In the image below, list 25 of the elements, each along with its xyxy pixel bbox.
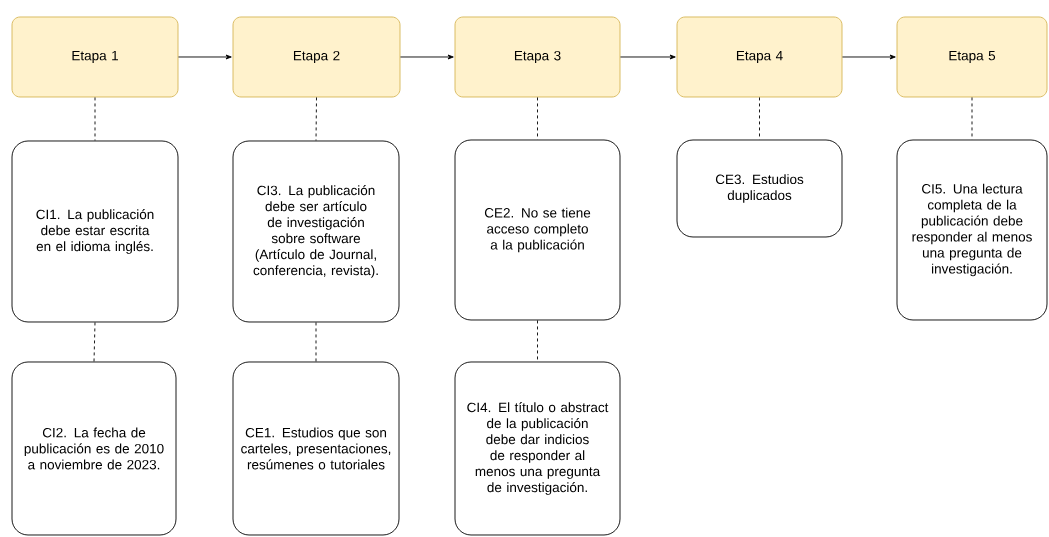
criterion-box: CI2. La fecha de publicación es de 2010 a noviembre de 2023. — [11, 361, 177, 536]
stage-box: Etapa 5 — [896, 16, 1048, 98]
criterion-box: CI3. La publicación debe ser artículo de investigación sobre software (Artículo de Journal, conferencia, revista). — [232, 140, 400, 323]
arrow — [178, 54, 232, 60]
criterion-box: CE1. Estudios que son carteles, presentaciones, resúmenes o tutoriales — [232, 361, 400, 536]
dashed-connector — [93, 322, 96, 362]
arrow — [620, 54, 676, 60]
dashed-connector — [537, 97, 538, 140]
dashed-connector — [315, 322, 317, 362]
dashed-connector — [94, 97, 96, 141]
stage-box: Etapa 1 — [11, 16, 179, 98]
arrow — [400, 54, 454, 60]
criterion-box: CE2. No se tiene acceso completo a la publicación — [454, 139, 621, 321]
criterion-box: CI4. El título o abstract de la publicación debe dar indicios de responder al menos una pregunta de investigación. — [454, 361, 621, 536]
dashed-connector — [537, 320, 538, 362]
stage-box: Etapa 2 — [232, 16, 401, 98]
stage-box: Etapa 3 — [454, 16, 621, 98]
stage-box: Etapa 4 — [676, 16, 843, 98]
criterion-box: CI5. Una lectura completa de la publicación debe responder al menos una pregunta de investigación. — [896, 139, 1048, 321]
dashed-connector — [315, 97, 317, 141]
arrow — [842, 54, 896, 60]
dashed-connector — [971, 97, 973, 140]
criterion-box: CI1. La publicación debe estar escrita en el idioma inglés. — [11, 140, 179, 323]
dashed-connector — [759, 97, 760, 140]
criterion-box: CE3. Estudios duplicados — [676, 139, 843, 238]
